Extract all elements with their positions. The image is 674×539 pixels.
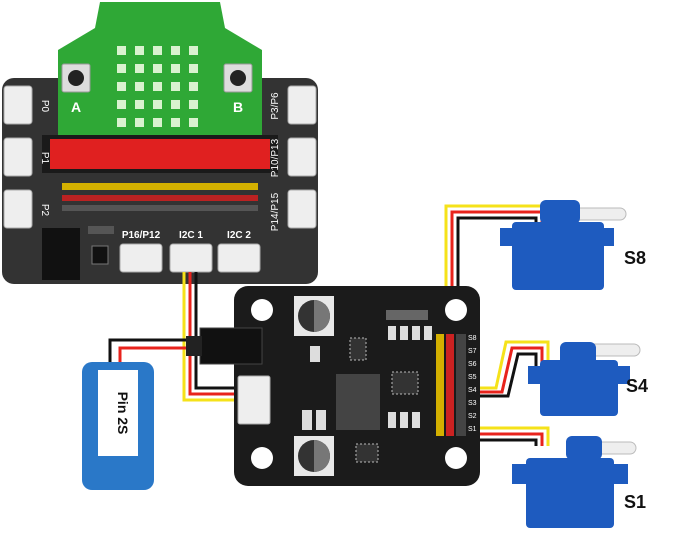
port-p0-label: P0: [39, 100, 50, 113]
led-matrix: [117, 46, 198, 127]
port-p10p13-label: P10/P13: [270, 138, 281, 177]
port-i2c2-label: I2C 2: [227, 230, 251, 241]
servo-channel-label: S7: [468, 348, 477, 355]
port-p3p6-label: P3/P6: [270, 92, 281, 120]
port-p16p12-label: P16/P12: [122, 230, 161, 241]
pin-headers: [62, 183, 258, 211]
servo-s1-label: S1: [624, 492, 646, 512]
servo-channel-headers: [436, 334, 466, 436]
servo-s4-wire: [470, 340, 550, 398]
capacitor: [294, 296, 334, 336]
servo-s4: S4: [528, 342, 648, 416]
button-b-label: B: [233, 99, 243, 115]
servo-channel-label: S2: [468, 413, 477, 420]
expansion-board: A B P0 P1 P2 P3/P6 P10/P13 P14/P1: [2, 2, 318, 284]
i2c-wire: [182, 272, 244, 402]
battery: Pin 2S: [82, 362, 154, 490]
button-b: B: [223, 63, 253, 115]
battery-wire: [108, 338, 200, 362]
port-p1-label: P1: [39, 152, 50, 165]
servo-s4-label: S4: [626, 376, 648, 396]
port-p2-label: P2: [39, 204, 50, 217]
servo-s8: S8: [500, 200, 646, 290]
servo-channel-label: S3: [468, 400, 477, 407]
servo-s1-wire: [470, 426, 550, 446]
port-i2c1-label: I2C 1: [179, 230, 203, 241]
servo-channel-label: S1: [468, 426, 477, 433]
servo-driver-board: [186, 286, 480, 486]
servo-channel-label: S4: [468, 387, 477, 394]
servo-channel-label: S5: [468, 374, 477, 381]
servo-channel-label: S8: [468, 335, 477, 342]
port-p14p15-label: P14/P15: [270, 192, 281, 231]
battery-label: Pin 2S: [115, 392, 131, 435]
servo-s8-label: S8: [624, 248, 646, 268]
button-a: A: [61, 63, 91, 115]
button-a-label: A: [71, 99, 81, 115]
servo-channel-label: S6: [468, 361, 477, 368]
capacitor: [294, 436, 334, 476]
servo-s1: S1: [512, 436, 646, 528]
